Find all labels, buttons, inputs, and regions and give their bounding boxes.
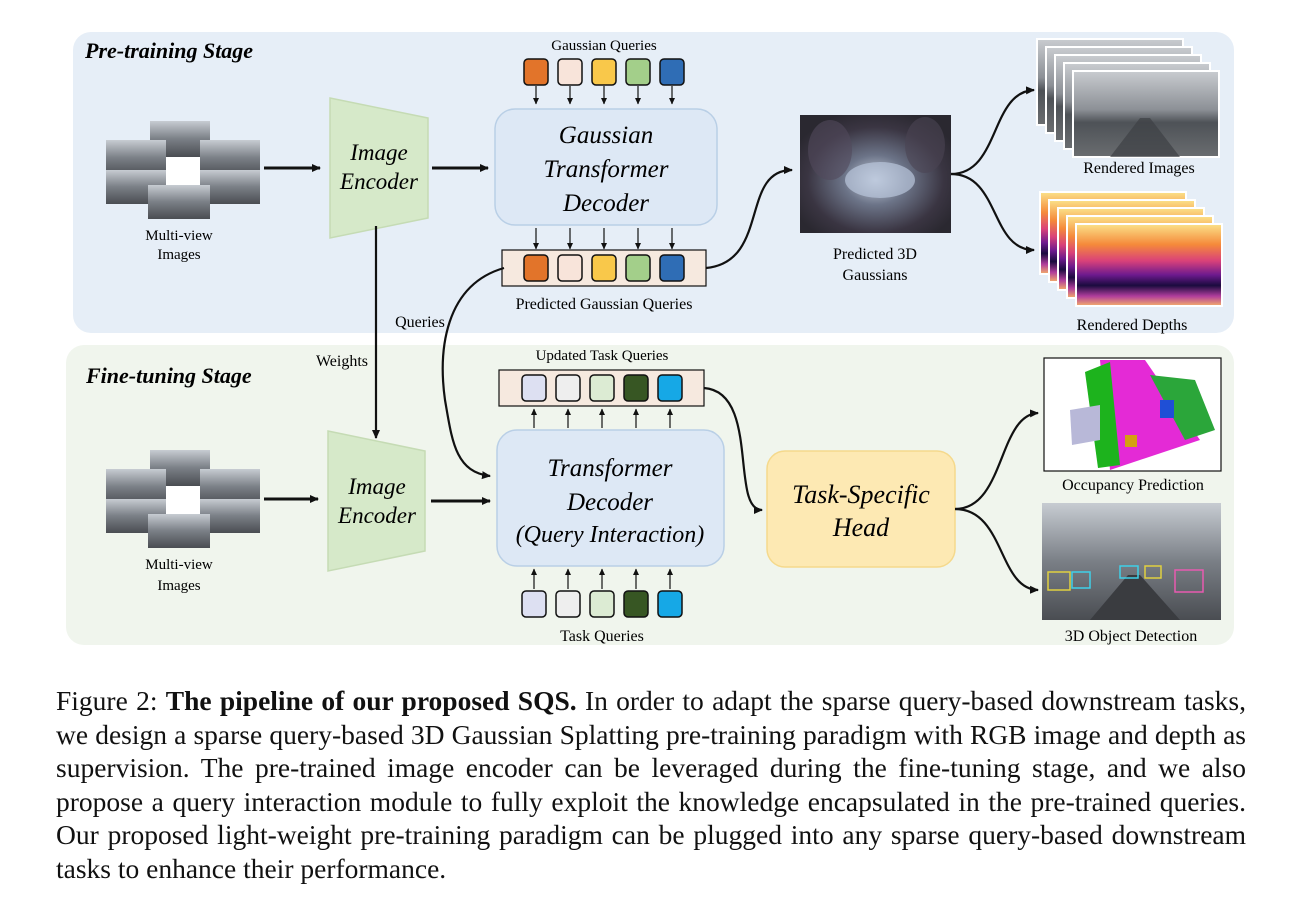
pretrain-multiview-label-2: Images: [157, 247, 200, 263]
occupancy-prediction-image: [1043, 357, 1222, 472]
pipeline-diagram: Pre-training Stage Fine-tuning Stage Mul…: [66, 32, 1234, 645]
predicted-query-3: [591, 254, 617, 282]
transformer-decoder-label-3: (Query Interaction): [516, 522, 705, 548]
pretrain-multiview-images: [106, 121, 260, 219]
gaussian-transformer-decoder: [494, 108, 718, 226]
updated-query-1: [521, 374, 547, 402]
query-interaction-decoder: [496, 429, 725, 567]
task-query-3: [589, 590, 615, 618]
gaussian-query-5: [659, 58, 685, 86]
caption-figure-label: Figure 2:: [56, 685, 166, 716]
task-head-label: Task-Specific: [792, 480, 930, 509]
predicted-3d-label: Predicted 3D: [833, 246, 917, 263]
transformer-decoder-label: Transformer: [547, 455, 672, 482]
weights-label: Weights: [316, 353, 368, 370]
task-queries-label: Task Queries: [560, 628, 644, 645]
pretrain-multiview-label: Multi-view: [145, 228, 213, 244]
predicted-queries-label: Predicted Gaussian Queries: [516, 296, 693, 313]
task-queries: [521, 590, 683, 618]
task-query-5: [657, 590, 683, 618]
predicted-query-2: [557, 254, 583, 282]
rendered-images-label: Rendered Images: [1083, 160, 1195, 177]
gaussian-query-4: [625, 58, 651, 86]
updated-task-queries-label: Updated Task Queries: [536, 348, 669, 364]
transformer-decoder-label-2: Decoder: [566, 489, 653, 516]
gaussian-queries: [523, 58, 685, 86]
predicted-3d-label-2: Gaussians: [843, 267, 908, 284]
rendered-depths-stack: [1039, 191, 1223, 307]
predicted-3d-gaussians-image: [800, 115, 951, 233]
task-query-2: [555, 590, 581, 618]
updated-query-2: [555, 374, 581, 402]
caption-title: The pipeline of our proposed SQS.: [165, 685, 577, 716]
updated-query-5: [657, 374, 683, 402]
object-detection-image: [1042, 503, 1221, 620]
predicted-query-5: [659, 254, 685, 282]
gaussian-decoder-label-2: Transformer: [543, 156, 668, 183]
finetune-multiview-images: [106, 450, 260, 548]
predicted-query-1: [523, 254, 549, 282]
caption-body: In order to adapt the sparse query-based…: [56, 685, 1246, 884]
task-head-label-2: Head: [832, 513, 890, 542]
object-detection-label: 3D Object Detection: [1065, 628, 1197, 645]
rendered-images-stack: [1036, 38, 1220, 158]
finetune-stage-title: Fine-tuning Stage: [85, 363, 252, 388]
pretrain-image-encoder: [329, 97, 429, 239]
updated-task-queries: [521, 374, 683, 402]
gaussian-query-3: [591, 58, 617, 86]
finetune-encoder-label: Image: [347, 474, 405, 499]
updated-query-4: [623, 374, 649, 402]
gaussian-queries-label: Gaussian Queries: [551, 38, 657, 54]
gaussian-query-1: [523, 58, 549, 86]
task-specific-head: [766, 450, 956, 568]
finetune-multiview-label: Multi-view: [145, 557, 213, 573]
rendered-depths-label: Rendered Depths: [1077, 317, 1188, 334]
queries-label: Queries: [395, 314, 445, 331]
figure-caption: Figure 2: The pipeline of our proposed S…: [56, 684, 1246, 885]
finetune-encoder-label-2: Encoder: [337, 503, 417, 528]
occupancy-prediction-label: Occupancy Prediction: [1062, 477, 1204, 494]
task-query-1: [521, 590, 547, 618]
gaussian-decoder-label: Gaussian: [559, 122, 653, 149]
pretrain-encoder-label-2: Encoder: [339, 169, 419, 194]
gaussian-decoder-label-3: Decoder: [562, 190, 649, 217]
finetune-image-encoder: [327, 430, 426, 572]
updated-query-3: [589, 374, 615, 402]
predicted-gaussian-queries: [523, 254, 685, 282]
predicted-query-4: [625, 254, 651, 282]
pretrain-stage-title: Pre-training Stage: [84, 38, 253, 63]
task-query-4: [623, 590, 649, 618]
gaussian-query-2: [557, 58, 583, 86]
pretrain-encoder-label: Image: [349, 140, 407, 165]
finetune-multiview-label-2: Images: [157, 578, 200, 594]
